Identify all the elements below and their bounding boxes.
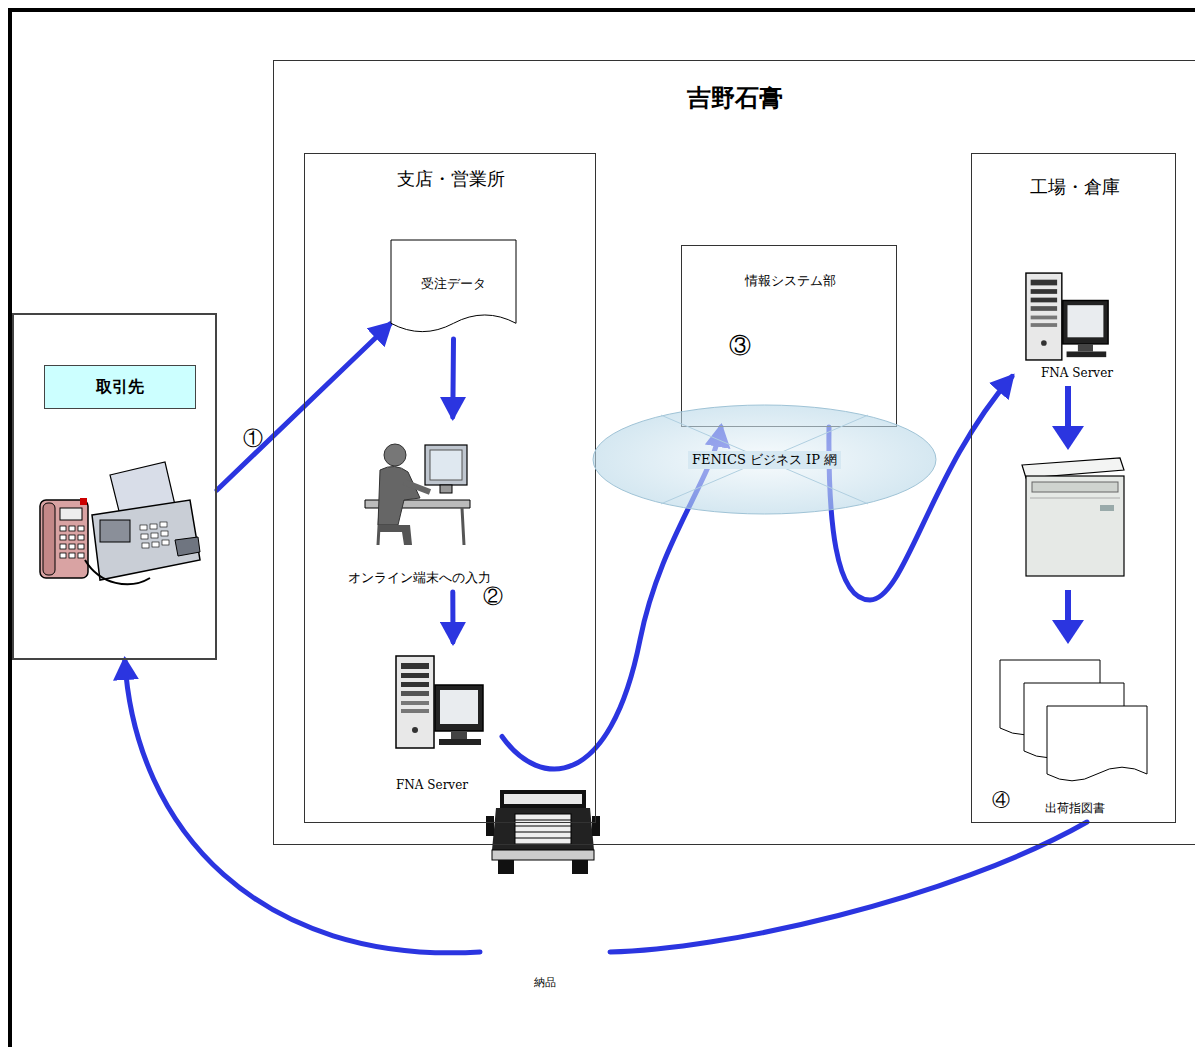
figure-caption: オンライン端末への入力 xyxy=(348,570,491,586)
callout-number: ① xyxy=(243,426,263,451)
company-title: 吉野石膏 xyxy=(687,83,783,113)
server-caption: FNA Server xyxy=(396,778,468,793)
document-stack: 出荷指図書 xyxy=(987,657,1152,822)
printer xyxy=(1022,458,1124,576)
document-label-holder: 出荷指図書 xyxy=(1015,797,1135,816)
callout-number: ③ xyxy=(729,332,751,360)
group-title-holder: 工場・倉庫 xyxy=(972,176,1177,199)
server-caption-holder: FNA Server xyxy=(1012,362,1142,381)
server-icon xyxy=(1026,273,1108,360)
callout-number-holder: ③ xyxy=(720,332,760,360)
truck-caption: 納品 xyxy=(534,976,556,990)
network-label-holder: FENICS ビジネス IP 網 xyxy=(592,449,937,469)
flow-connector xyxy=(450,339,456,417)
partner-label: 取引先 xyxy=(96,377,144,398)
operator-figure xyxy=(365,444,470,545)
server-node: FNA Server xyxy=(362,642,502,797)
document-shape: 受注データ xyxy=(390,239,517,339)
flow-connector xyxy=(125,660,480,953)
department-title: 情報システム部 xyxy=(745,273,836,289)
group-title-holder: 支店・営業所 xyxy=(305,168,597,191)
document-label: 受注データ xyxy=(421,276,486,292)
server-icon xyxy=(396,656,483,748)
flow-arrow xyxy=(1052,386,1084,644)
group-title: 支店・営業所 xyxy=(397,168,505,191)
branch-box: 支店・営業所受注データオンライン端末への入力 FNA Server xyxy=(304,153,596,823)
operator-node: オンライン端末への入力 xyxy=(327,417,512,592)
flow-connector xyxy=(610,822,1087,952)
document-stack-outline xyxy=(987,657,1152,822)
fax-machine xyxy=(85,462,200,584)
server-node: FNA Server xyxy=(1012,272,1142,382)
callout-number: ④ xyxy=(992,789,1010,812)
callout-number-holder: ② xyxy=(478,584,508,609)
truck-caption-holder: 納品 xyxy=(480,971,610,990)
telephone xyxy=(40,498,88,578)
factory-box: 工場・倉庫 FNA Server 出荷指図書 xyxy=(971,153,1176,823)
network-label: FENICS ビジネス IP 網 xyxy=(688,451,841,469)
flow-connector xyxy=(450,592,455,642)
truck xyxy=(486,790,600,874)
network-ellipse: FENICS ビジネス IP 網 xyxy=(592,404,937,515)
department-title-holder: 情報システム部 xyxy=(682,270,898,289)
partner-label-holder: 取引先 xyxy=(44,365,196,409)
callout-number: ② xyxy=(483,584,503,609)
company-title-holder: 吉野石膏 xyxy=(274,83,1195,113)
document-label-holder: 受注データ xyxy=(390,273,517,292)
document-label: 出荷指図書 xyxy=(1045,801,1105,816)
partner-box: 取引先 xyxy=(12,313,217,660)
department-box: 情報システム部 ③ xyxy=(681,245,897,427)
truck-node: 納品 xyxy=(480,780,610,995)
group-title: 工場・倉庫 xyxy=(1030,176,1120,199)
server-caption-holder: FNA Server xyxy=(362,774,502,793)
server-caption: FNA Server xyxy=(1041,366,1113,381)
callout-number-holder: ④ xyxy=(986,789,1016,812)
company-box: 吉野石膏支店・営業所受注データオンライン端末への入力 FNA Server 情報シス… xyxy=(273,60,1195,845)
callout-number-holder: ① xyxy=(238,426,268,451)
figure-caption-holder: オンライン端末への入力 xyxy=(327,567,512,586)
